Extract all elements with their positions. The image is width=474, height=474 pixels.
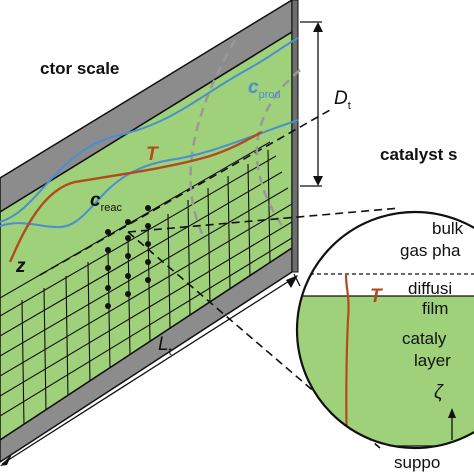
reactor-wall-end xyxy=(291,0,299,273)
z-label: z xyxy=(15,256,26,277)
reactor-scale-title: ctor scale xyxy=(40,59,119,78)
diameter-dimension xyxy=(300,21,323,187)
bulk-gas-label-2: gas pha xyxy=(400,241,461,260)
support-band xyxy=(297,446,474,448)
zoom-connector-upper xyxy=(127,207,401,233)
mesh-grid xyxy=(0,141,292,427)
support-label: suppo xyxy=(394,453,440,472)
concentration-profile-arc-1 xyxy=(189,39,237,241)
concentration-profile-arc-2 xyxy=(255,69,301,231)
catalyst-scale-title: catalyst s xyxy=(380,145,458,164)
c-reac-curve xyxy=(0,119,299,229)
catalyst-layer-band xyxy=(297,296,474,446)
diffusion-film-label-1: diffusi xyxy=(408,279,452,298)
t-label: T xyxy=(146,144,159,165)
catalyst-layer-label-2: layer xyxy=(414,351,451,370)
bulk-gas-label-1: bulk xyxy=(432,219,464,238)
catalyst-t-label: T xyxy=(370,286,383,307)
length-label: Lt xyxy=(158,334,172,358)
catalyst-temperature-curve xyxy=(344,273,350,447)
diffusion-film-label-2: film xyxy=(422,299,448,318)
zeta-label: ζ xyxy=(434,382,444,403)
z-axis-line xyxy=(39,109,331,276)
grid-nodes xyxy=(105,205,151,309)
temperature-curve xyxy=(8,130,263,263)
length-dimension xyxy=(0,273,301,466)
c-reac-label: creac xyxy=(90,190,122,214)
c-prod-label: cprod xyxy=(248,77,281,101)
diameter-label: Dt xyxy=(334,88,351,112)
c-prod-curve xyxy=(0,37,299,223)
catalyst-layer-label-1: cataly xyxy=(402,329,447,348)
